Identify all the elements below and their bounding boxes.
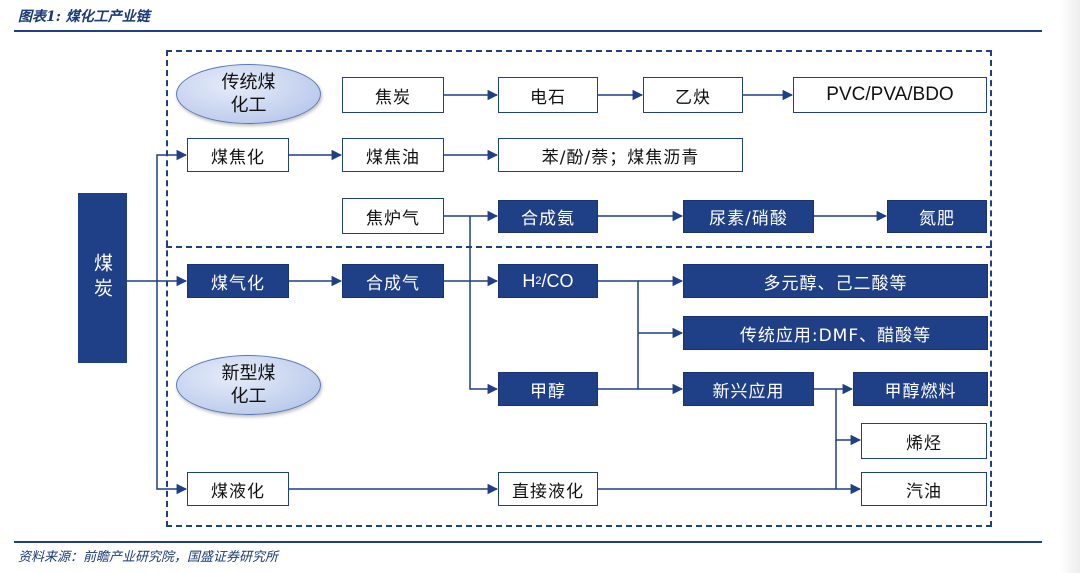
chain-frame bbox=[166, 50, 992, 527]
node-coking: 煤焦化 bbox=[187, 138, 289, 172]
node-coal-tar: 煤焦油 bbox=[342, 138, 444, 172]
node-synthetic-ammonia: 合成氨 bbox=[498, 200, 598, 233]
node-methanol: 甲醇 bbox=[498, 372, 598, 406]
node-liquefaction: 煤液化 bbox=[187, 472, 289, 506]
node-nitrogen-fertilizer: 氮肥 bbox=[887, 200, 987, 233]
node-gasification: 煤气化 bbox=[187, 264, 289, 298]
node-traditional-applications: 传统应用:DMF、醋酸等 bbox=[683, 316, 988, 350]
node-polyols-adipic-acid: 多元醇、己二酸等 bbox=[683, 264, 988, 298]
section-divider bbox=[166, 246, 992, 248]
source-note: 资料来源：前瞻产业研究院，国盛证券研究所 bbox=[18, 550, 279, 565]
node-urea-nitric-acid: 尿素/硝酸 bbox=[683, 200, 814, 233]
node-gasoline: 汽油 bbox=[861, 472, 987, 506]
figure-caption: 图表1: 煤化工产业链 bbox=[18, 9, 150, 25]
traditional-coal-chem-label: 传统煤 化工 bbox=[176, 64, 321, 124]
node-pvc-pva-bdo: PVC/PVA/BDO bbox=[793, 77, 987, 113]
node-coke: 焦炭 bbox=[342, 77, 444, 113]
node-coke-oven-gas: 焦炉气 bbox=[342, 198, 444, 234]
node-direct-liquefaction: 直接液化 bbox=[498, 472, 598, 506]
h2co-subscript: 2 bbox=[535, 275, 542, 287]
page-edge-shade bbox=[1060, 0, 1080, 573]
h2co-text-h: H bbox=[522, 270, 536, 291]
node-calcium-carbide: 电石 bbox=[498, 77, 598, 113]
new-coal-chem-label: 新型煤 化工 bbox=[176, 355, 321, 415]
node-olefins: 烯烃 bbox=[861, 423, 987, 459]
top-rule bbox=[14, 30, 1042, 32]
node-emerging-applications: 新兴应用 bbox=[683, 372, 814, 406]
node-acetylene: 乙炔 bbox=[643, 77, 743, 113]
h2co-text-co: /CO bbox=[541, 270, 574, 291]
bottom-rule bbox=[14, 541, 1042, 543]
node-methanol-fuel: 甲醇燃料 bbox=[853, 372, 988, 406]
coal-root-node: 煤炭 bbox=[78, 193, 127, 363]
node-syngas: 合成气 bbox=[342, 264, 444, 298]
node-benzene-phenol-naphthalene: 苯/酚/萘；煤焦沥青 bbox=[498, 138, 743, 172]
